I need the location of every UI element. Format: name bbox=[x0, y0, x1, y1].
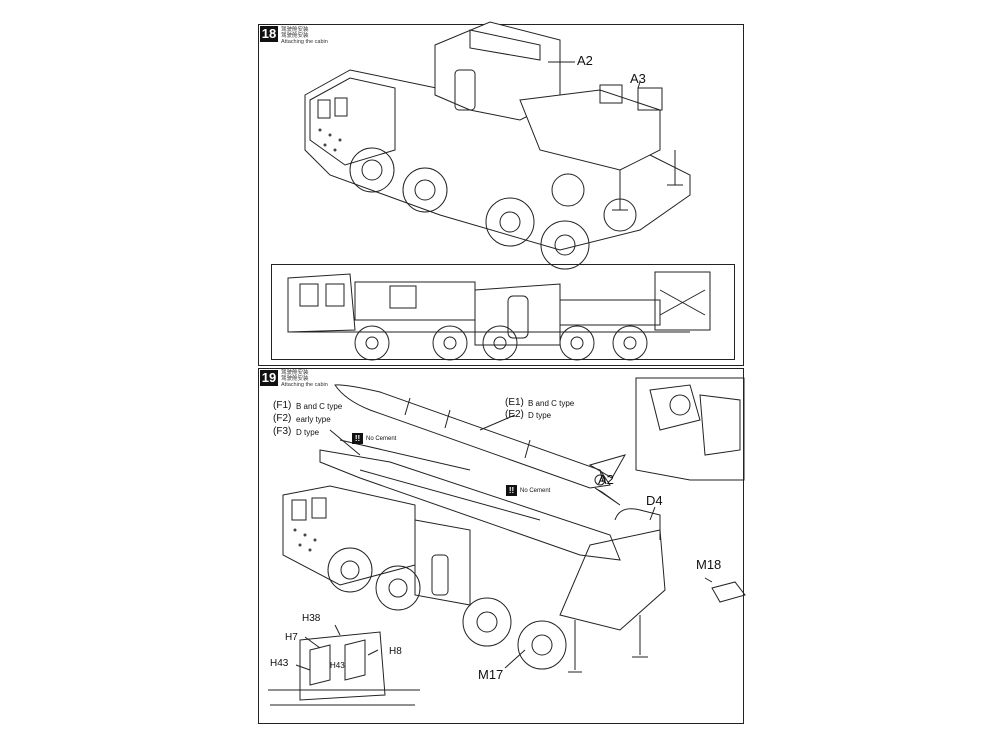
f3-code: (F3) bbox=[273, 426, 292, 437]
callout-h7: H7 bbox=[285, 632, 298, 643]
f3-text: D type bbox=[296, 428, 320, 437]
callout-a2-step18: A2 bbox=[577, 53, 593, 68]
no-cement-text: No Cement bbox=[366, 435, 397, 442]
e2-code: (E2) bbox=[505, 409, 524, 420]
step-19-panel bbox=[258, 368, 744, 724]
callout-h38: H38 bbox=[302, 613, 321, 624]
step-19-caption-cn-1: 驾驶舱安装 bbox=[281, 370, 309, 376]
no-cement-warning-2: !! No Cement bbox=[506, 485, 550, 496]
callout-a2-step19: A2 bbox=[598, 472, 614, 487]
callout-h43-right: H43 bbox=[330, 661, 345, 670]
callout-m17: M17 bbox=[478, 667, 504, 682]
f1-text: B and C type bbox=[296, 402, 343, 411]
step-18-number: 18 bbox=[260, 26, 278, 42]
no-cement-text: No Cement bbox=[520, 487, 551, 494]
step-19-number: 19 bbox=[260, 370, 278, 386]
step-18-caption-cn-2: 驾驶舱安装 bbox=[281, 33, 309, 39]
callout-m18: M18 bbox=[696, 557, 722, 572]
callout-h8: H8 bbox=[389, 646, 402, 657]
step-18-caption-cn-1: 驾驶舱安装 bbox=[281, 27, 309, 33]
e2-text: D type bbox=[528, 411, 552, 420]
callout-d4: D4 bbox=[646, 493, 663, 508]
e1-text: B and C type bbox=[528, 399, 575, 408]
f2-code: (F2) bbox=[273, 413, 292, 424]
step-18-caption-en: Attaching the cabin bbox=[281, 39, 328, 45]
no-cement-warning-1: !! No Cement bbox=[352, 433, 396, 444]
warning-icon: !! bbox=[506, 485, 517, 496]
warning-icon: !! bbox=[352, 433, 363, 444]
f2-text: early type bbox=[296, 415, 331, 424]
e1-code: (E1) bbox=[505, 397, 524, 408]
step-19-caption-en: Attaching the cabin bbox=[281, 382, 328, 388]
callout-a3: A3 bbox=[630, 71, 646, 86]
callout-h43-left: H43 bbox=[270, 658, 289, 669]
f1-code: (F1) bbox=[273, 400, 292, 411]
step-19-caption-cn-2: 驾驶舱安装 bbox=[281, 376, 309, 382]
